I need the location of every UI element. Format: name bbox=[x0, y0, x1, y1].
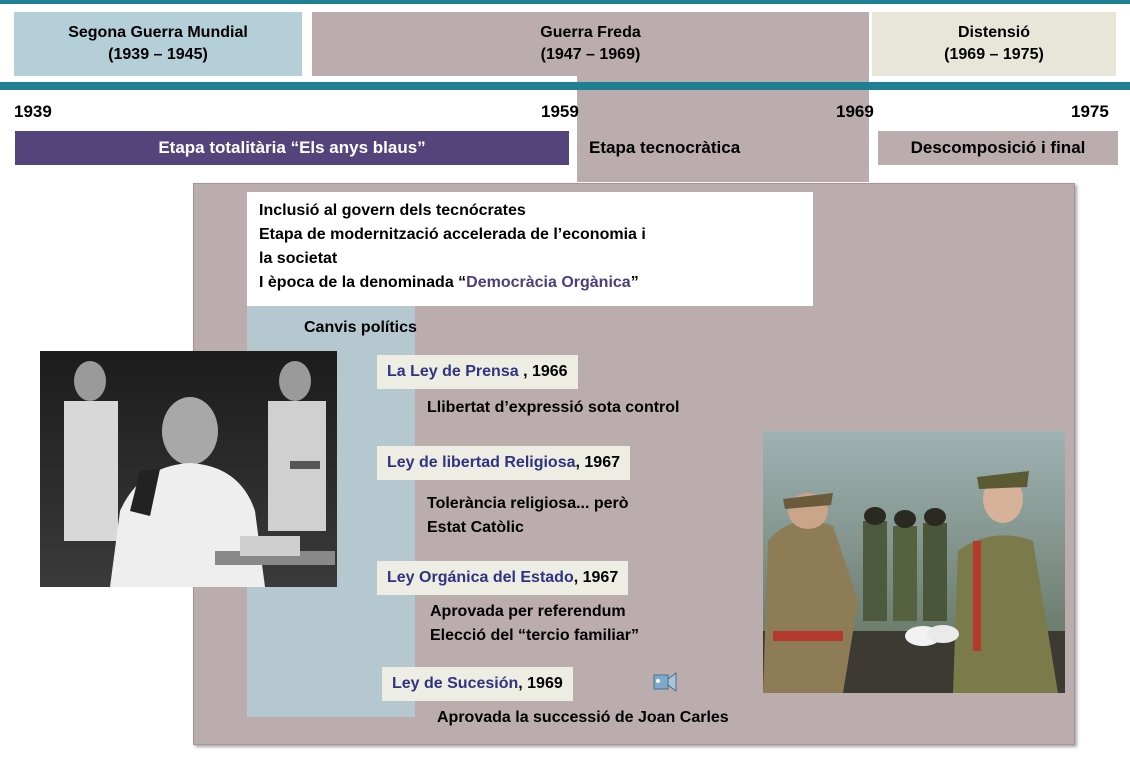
intro-box: Inclusió al govern dels tecnócrates Etap… bbox=[247, 192, 813, 306]
law-succession-year: , 1969 bbox=[518, 675, 563, 692]
year-1959: 1959 bbox=[541, 102, 579, 121]
intro-line-4-suffix: ” bbox=[630, 274, 639, 291]
timeline-band bbox=[0, 82, 1130, 90]
stage-totalitarian: Etapa totalitària “Els anys blaus” bbox=[15, 131, 569, 165]
period-ww2: Segona Guerra Mundial (1939 – 1945) bbox=[14, 12, 302, 76]
speaker-link-icon[interactable] bbox=[650, 669, 678, 695]
law-religious-year: , 1967 bbox=[575, 454, 620, 471]
law-organic-desc-1: Aprovada per referendum bbox=[430, 603, 626, 620]
law-organic-name: Ley Orgánica del Estado bbox=[387, 569, 574, 586]
period-ww2-title: Segona Guerra Mundial bbox=[68, 24, 248, 41]
period-detente-title: Distensió bbox=[957, 24, 1030, 41]
year-1975: 1975 bbox=[1071, 102, 1109, 121]
year-1939: 1939 bbox=[14, 102, 52, 121]
section-title: Canvis polítics bbox=[304, 319, 417, 336]
period-detente-dates: (1969 – 1975) bbox=[944, 46, 1044, 63]
law-organic-state: Ley Orgánica del Estado, 1967 bbox=[377, 561, 629, 595]
intro-line-4-prefix: I època de la denominada “ bbox=[259, 274, 467, 291]
law-succession-name: Ley de Sucesión bbox=[392, 675, 519, 692]
law-religious-desc-1: Tolerància religiosa... però bbox=[427, 495, 629, 512]
cold-war-connector bbox=[577, 76, 869, 182]
law-religious-name: Ley de libertad Religiosa bbox=[387, 454, 576, 471]
year-1969: 1969 bbox=[836, 102, 874, 121]
stage-decomposition: Descomposició i final bbox=[878, 131, 1118, 165]
left-photo bbox=[40, 351, 337, 587]
law-organic-year: , 1967 bbox=[573, 569, 619, 586]
intro-line-4: I època de la denominada “Democràcia Org… bbox=[259, 274, 639, 292]
period-detente: Distensió (1969 – 1975) bbox=[872, 12, 1116, 76]
top-accent-line bbox=[0, 0, 1130, 4]
organic-democracy-highlight: Democràcia Orgànica bbox=[466, 274, 631, 291]
intro-line-3: la societat bbox=[259, 250, 338, 267]
law-religious-desc-2: Estat Catòlic bbox=[427, 519, 524, 536]
period-cold-war-title: Guerra Freda bbox=[540, 24, 641, 41]
intro-line-2: Etapa de modernització accelerada de l’e… bbox=[259, 226, 646, 243]
stage-technocratic: Etapa tecnocràtica bbox=[577, 131, 869, 165]
law-religious-freedom: Ley de libertad Religiosa, 1967 bbox=[377, 446, 630, 480]
law-succession: Ley de Sucesión, 1969 bbox=[382, 667, 573, 701]
law-succession-desc: Aprovada la successió de Joan Carles bbox=[437, 709, 729, 726]
law-press: La Ley de Prensa , 1966 bbox=[377, 355, 578, 389]
law-organic-desc-2: Elecció del “tercio familiar” bbox=[430, 627, 639, 644]
period-ww2-dates: (1939 – 1945) bbox=[108, 46, 208, 63]
law-press-desc: Llibertat d’expressió sota control bbox=[427, 399, 680, 416]
period-cold-war-dates: (1947 – 1969) bbox=[540, 46, 641, 63]
intro-line-1: Inclusió al govern dels tecnócrates bbox=[259, 202, 526, 219]
period-cold-war: Guerra Freda (1947 – 1969) bbox=[312, 12, 869, 76]
right-photo bbox=[763, 431, 1065, 693]
law-press-name: La Ley de Prensa bbox=[387, 363, 519, 380]
law-press-year: , 1966 bbox=[518, 363, 568, 380]
